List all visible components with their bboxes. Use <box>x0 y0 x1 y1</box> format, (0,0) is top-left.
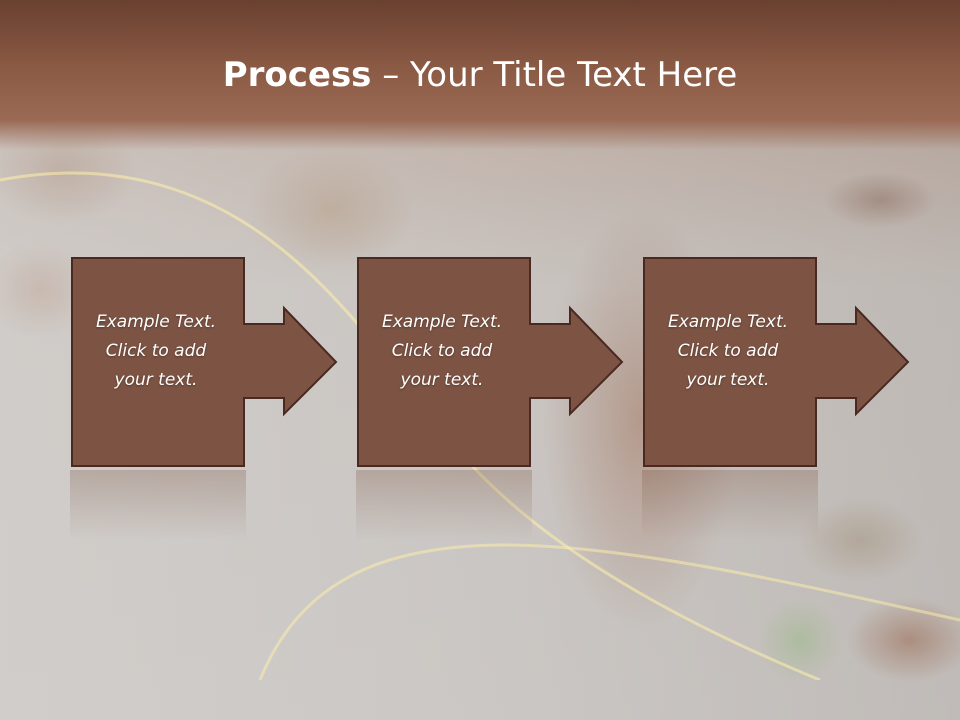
step-3-arrow-box <box>643 257 910 467</box>
title-rest: – Your Title Text Here <box>371 55 738 95</box>
title-bold: Process <box>222 55 372 95</box>
title-bar <box>0 0 960 150</box>
step-1-reflection <box>70 470 246 540</box>
step-3-reflection <box>642 470 818 540</box>
step-2-text[interactable]: Example Text. Click to add your text. <box>381 312 503 390</box>
step-1-text[interactable]: Example Text. Click to add your text. <box>95 312 217 390</box>
step-2-arrow-box <box>357 257 624 467</box>
process-step-3[interactable]: Example Text. Click to add your text. <box>642 256 914 468</box>
step-2-reflection <box>356 470 532 540</box>
step-3-text[interactable]: Example Text. Click to add your text. <box>667 312 789 390</box>
process-step-1[interactable]: Example Text. Click to add your text. <box>70 256 342 468</box>
process-step-2[interactable]: Example Text. Click to add your text. <box>356 256 628 468</box>
slide-title[interactable]: Process – Your Title Text Here <box>0 52 960 98</box>
step-1-arrow-box <box>71 257 338 467</box>
